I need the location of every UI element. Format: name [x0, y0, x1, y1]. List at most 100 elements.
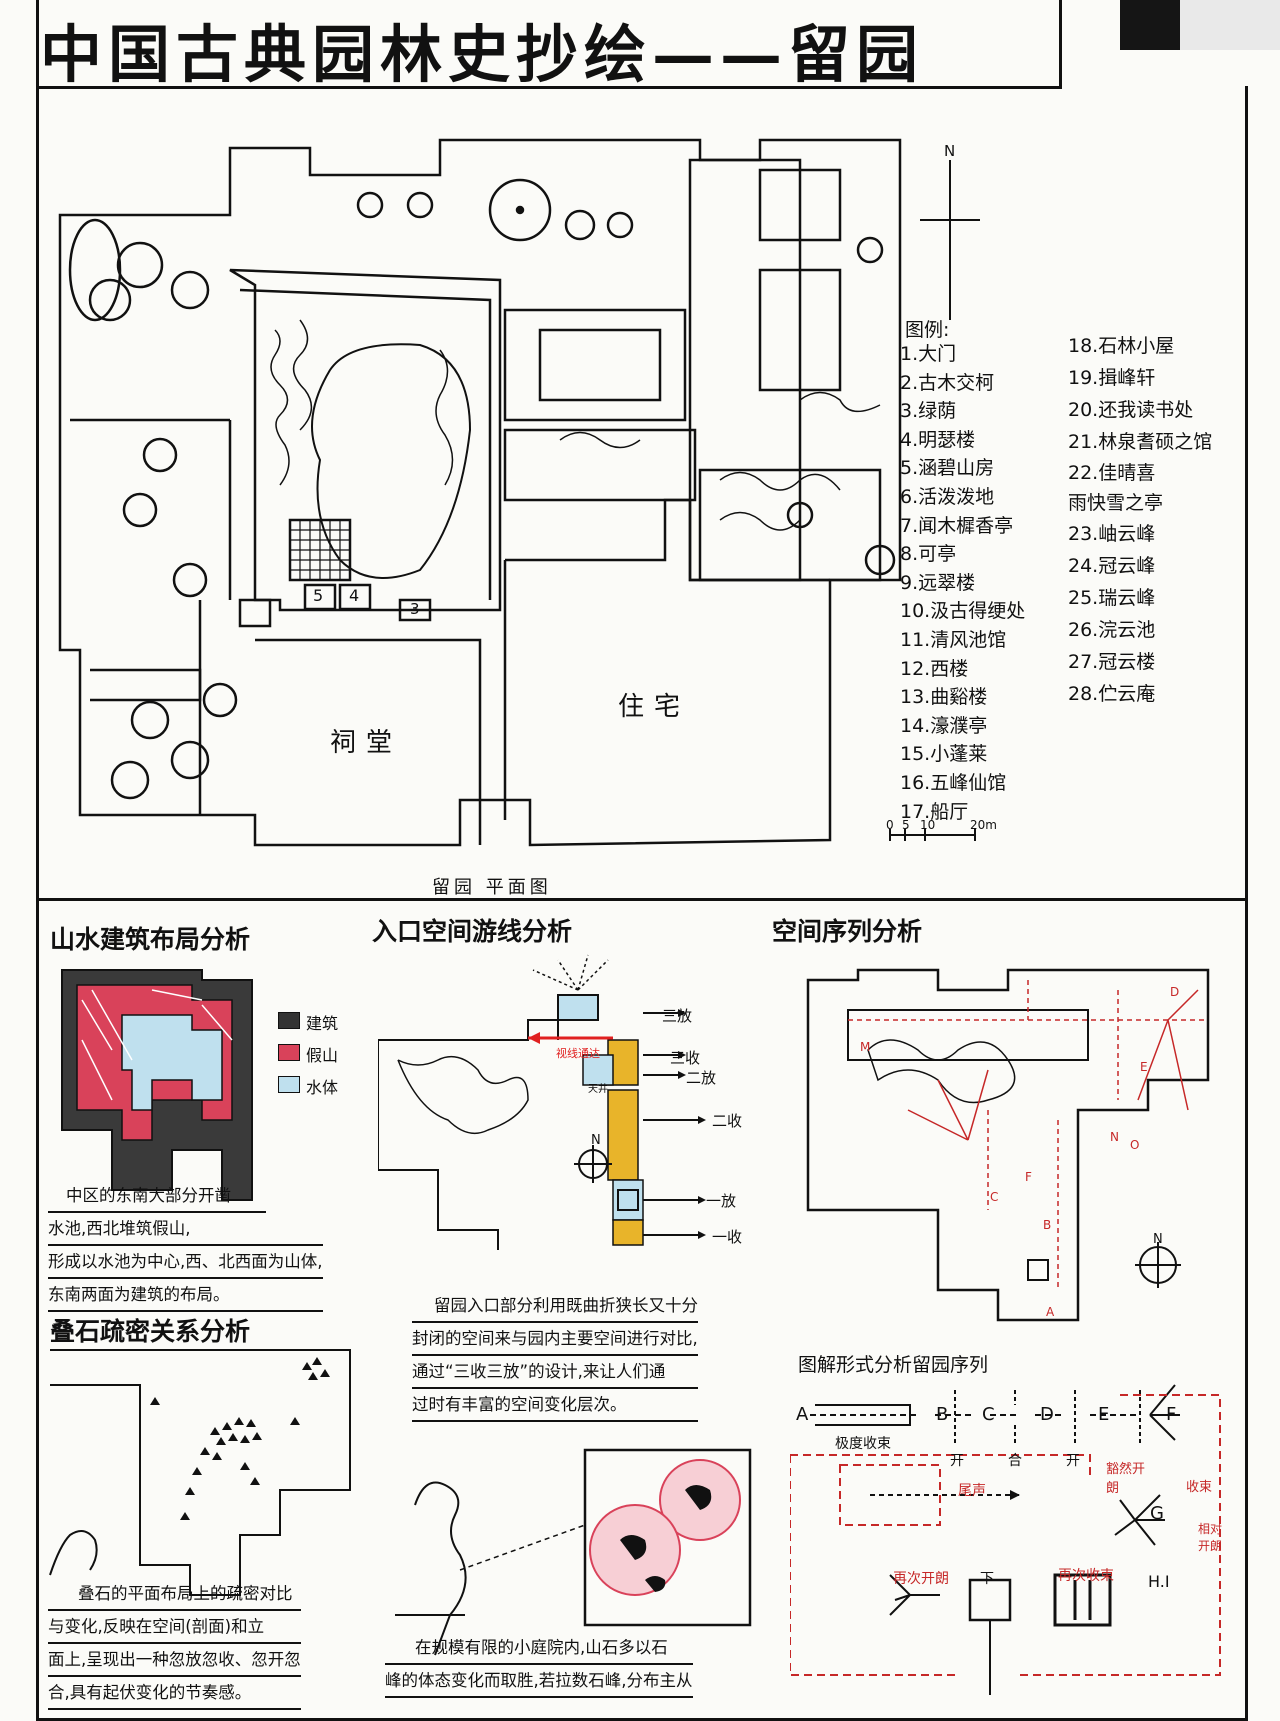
note-line: 形成以水池为中心,西、北西面为山体, — [48, 1246, 323, 1279]
legend-item: 17.船厅 — [900, 800, 969, 823]
seq-map-letter-e: E — [1140, 1060, 1148, 1074]
seq-letter-e: E — [1098, 1404, 1110, 1425]
note-line: 中区的东南大部分开凿 — [48, 1180, 266, 1213]
plan-north-label: N — [944, 142, 956, 160]
rock-elevation-sketch — [395, 1448, 752, 1656]
corner-dark-block — [1120, 0, 1180, 50]
seq-note-extreme-close: 极度收束 — [835, 1436, 891, 1452]
seq-letter-f: F — [1166, 1404, 1177, 1425]
analysis1-title: 山水建筑布局分析 — [50, 925, 251, 954]
legend-item: 21.林泉耆硕之馆 — [1068, 431, 1213, 453]
legend-item: 24.冠云峰 — [1068, 555, 1156, 577]
note-line: 叠石的平面布局上的疏密对比 — [48, 1578, 301, 1611]
seq-note-open-1: 开 — [950, 1453, 964, 1469]
seq-map-letter-n: N — [1110, 1130, 1119, 1144]
legend-column-1: 1.大门 2.古木交柯 3.绿荫 4.明瑟楼 5.涵碧山房 6.活泼泼地 7.闻… — [900, 340, 1025, 826]
seq-letter-d: D — [1040, 1404, 1054, 1425]
seq-note-down: 下 — [980, 1571, 994, 1587]
legend-item: 25.瑞云峰 — [1068, 587, 1156, 609]
sequence-schema — [790, 1384, 1221, 1695]
analysis2-title: 叠石疏密关系分析 — [50, 1317, 251, 1346]
seq-letter-hi: H.I — [1148, 1572, 1170, 1591]
legend-item: 5.涵碧山房 — [900, 457, 995, 480]
legend-item: 2.古木交柯 — [900, 371, 995, 394]
analysis4-title: 空间序列分析 — [772, 917, 923, 946]
seq-map-letter-m: M — [860, 1040, 871, 1054]
legend-item: 20.还我读书处 — [1068, 399, 1194, 421]
legend-item: 16.五峰仙馆 — [900, 771, 1007, 794]
legend-item: 23.岫云峰 — [1068, 523, 1156, 545]
seq-letter-c: C — [982, 1404, 995, 1425]
legend-item: 10.汲古得绠处 — [900, 600, 1026, 623]
route-label-three-open: 三放 — [662, 1007, 693, 1025]
analysis3-notes: 留园入口部分利用既曲折狭长又十分 封闭的空间来与园内主要空间进行对比, 通过“三… — [412, 1290, 698, 1422]
note-line: 封闭的空间来与园内主要空间进行对比, — [412, 1323, 698, 1356]
legend-building-swatch — [278, 1012, 300, 1029]
note-line: 水池,西北堆筑假山, — [48, 1213, 323, 1246]
note-line: 留园入口部分利用既曲折狭长又十分 — [412, 1290, 698, 1323]
seq-note-ending: 尾声 — [958, 1483, 986, 1499]
route-label-three-close: 三收 — [670, 1049, 701, 1067]
legend-item: 1.大门 — [900, 343, 957, 365]
note-line: 在规模有限的小庭院内,山石多以石 — [385, 1632, 693, 1665]
note-line: 面上,呈现出一种忽放忽收、忽开忽 — [48, 1644, 301, 1677]
seq-map-letter-b: B — [1043, 1218, 1052, 1232]
route-label-two-close: 二收 — [712, 1112, 743, 1130]
legend-item: 4.明瑟楼 — [900, 428, 976, 451]
seq-note-reopen: 再次开朗 — [893, 1571, 949, 1587]
seq-map-letter-c: C — [990, 1190, 999, 1204]
seq-letter-g: G — [1150, 1503, 1164, 1524]
analysis3-title: 入口空间游线分析 — [372, 917, 573, 946]
legend-item: 18.石林小屋 — [1068, 335, 1175, 357]
room-number-4: 4 — [349, 586, 360, 605]
seq-letter-a: A — [796, 1404, 809, 1425]
note-line: 峰的体态变化而取胜,若拉数石峰,分布主从 — [385, 1665, 693, 1698]
seq-note-relative-open: 相对开朗 — [1198, 1522, 1223, 1553]
legend-item: 13.曲谿楼 — [900, 686, 988, 709]
entrance-north-label: N — [591, 1133, 601, 1148]
note-line: 过时有丰富的空间变化层次。 — [412, 1389, 698, 1422]
route-label-one-close: 一收 — [712, 1228, 743, 1246]
seq-note-close-2: 收束 — [1186, 1480, 1213, 1495]
note-line: 与变化,反映在空间(剖面)和立 — [48, 1611, 301, 1644]
sequence-subtitle: 图解形式分析留园序列 — [798, 1354, 989, 1376]
label-ancestral-hall: 祠堂 — [330, 728, 403, 758]
analysis2-notes: 叠石的平面布局上的疏密对比 与变化,反映在空间(剖面)和立 面上,呈现出一种忽放… — [48, 1578, 301, 1710]
analysis1-notes: 中区的东南大部分开凿 水池,西北堆筑假山, 形成以水池为中心,西、北西面为山体,… — [48, 1180, 323, 1312]
legend-building-label: 建筑 — [306, 1014, 339, 1033]
spatial-sequence-map — [806, 968, 1210, 1322]
legend-item: 9.远翠楼 — [900, 571, 976, 594]
legend-water-swatch — [278, 1076, 300, 1093]
garden-plan — [58, 138, 980, 847]
legend-rock-swatch — [278, 1044, 300, 1061]
room-number-5: 5 — [313, 586, 324, 605]
seq-map-letter-d: D — [1170, 985, 1180, 999]
legend-item: 28.伫云庵 — [1068, 683, 1156, 705]
legend-item: 15.小蓬莱 — [900, 743, 988, 766]
legend-item: 14.濠濮亭 — [900, 714, 988, 737]
legend-item: 26.浣云池 — [1068, 619, 1156, 641]
legend-water-label: 水体 — [306, 1078, 339, 1097]
legend-rock-label: 假山 — [306, 1046, 339, 1065]
sight-line-label: 视线通达 — [556, 1047, 600, 1060]
legend-column-2: 18.石林小屋 19.揖峰轩 20.还我读书处 21.林泉耆硕之馆 22.佳晴喜… — [1068, 330, 1212, 710]
seq-note-close-1: 合 — [1008, 1453, 1022, 1469]
note-line: 通过“三收三放”的设计,来让人们通 — [412, 1356, 698, 1389]
note-line: 合,具有起伏变化的节奏感。 — [48, 1677, 301, 1710]
plan-frame — [36, 86, 1248, 901]
seq-letter-b: B — [936, 1404, 949, 1425]
legend-item: 11.清风池馆 — [900, 628, 1007, 651]
legend-item: 22.佳晴喜雨快雪之亭 — [1068, 462, 1164, 514]
scale-10: 10 — [920, 818, 936, 832]
seq-note-reclose: 再次收束 — [1058, 1568, 1114, 1584]
corner-grey-block — [1180, 0, 1280, 50]
label-residence: 住宅 — [618, 692, 691, 722]
layout-analysis-diagram — [61, 969, 253, 1201]
legend-item: 7.闻木樨香亭 — [900, 514, 1014, 537]
note-line: 东南两面为建筑的布局。 — [48, 1279, 323, 1312]
legend-item: 19.揖峰轩 — [1068, 367, 1156, 389]
seq-note-sudden-open: 豁然开朗 — [1106, 1462, 1146, 1496]
scale-5: 5 — [902, 818, 910, 832]
seq-map-letter-a: A — [1046, 1305, 1055, 1319]
legend-item: 6.活泼泼地 — [900, 485, 995, 508]
